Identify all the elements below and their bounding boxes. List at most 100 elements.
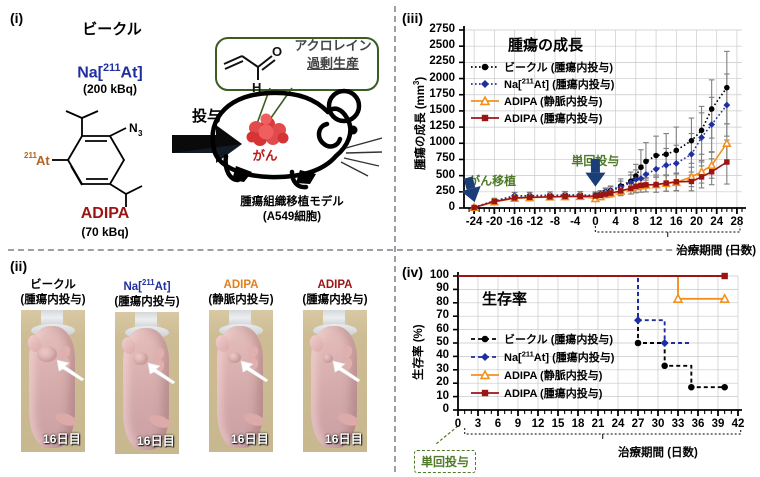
y-tick-label: 250	[435, 184, 455, 197]
x-tick-label: 12	[531, 418, 545, 430]
photo-column-subtitle: (静脈内投与)	[208, 293, 274, 306]
adipa-dose: (70 kBq)	[81, 225, 129, 239]
adipa-label: ADIPA	[80, 205, 130, 222]
series-markers	[471, 159, 730, 211]
at-element-label: At	[36, 153, 50, 168]
x-tick-label: 18	[571, 418, 585, 430]
legend-marker-triangle	[471, 369, 499, 380]
x-tick-label: 9	[514, 418, 522, 430]
x-tick-label: 30	[651, 418, 665, 430]
x-tick-label: 8	[632, 216, 640, 228]
survival-markers	[634, 339, 728, 391]
naat-dose: (200 kBq)	[82, 82, 138, 96]
mouse-photo-column-3: ADIPA (静脈内投与) 16日目	[196, 278, 286, 453]
y-tick-label: 2750	[429, 23, 455, 35]
y-axis-title: 生存率 (%)	[413, 324, 425, 380]
y-tick-label: 2250	[429, 55, 455, 68]
vertical-divider	[394, 6, 396, 472]
series-line	[473, 104, 728, 209]
legend-marker-diamond	[471, 353, 499, 361]
legend-label: ビークル (腫瘍内投与)	[504, 334, 614, 346]
y-tick-label: 10	[436, 389, 449, 402]
treatment-period-bracket	[594, 226, 741, 237]
legend-marker-triangle	[471, 95, 499, 106]
acrolein-callout-box	[215, 37, 379, 91]
acrolein-line-1: アクロレイン	[294, 38, 372, 53]
x-tick-label: 15	[551, 418, 565, 430]
mouse-eye	[348, 125, 358, 135]
y-tick-label: 1500	[429, 103, 455, 116]
vehicle-label: ビークル	[82, 21, 142, 38]
x-tick-label: 0	[592, 216, 599, 228]
chart-title: 腫瘍の成長	[508, 37, 584, 54]
acrolein-molecule	[223, 55, 276, 80]
photo-column-subtitle: (腫瘍内投与)	[20, 293, 86, 306]
tumor-growth-plot	[459, 26, 746, 237]
administration-arrow-icon	[172, 125, 242, 163]
mouse-illustration: O H	[210, 37, 383, 190]
legend-marker-circle	[471, 335, 499, 343]
mouse-photo-column-2: Na[211At](腫瘍内投与) 16日目	[102, 278, 192, 455]
acrolein-oxygen-label: O	[272, 44, 282, 59]
mouse-photo-column-1: ビークル(腫瘍内投与)16日目	[8, 278, 98, 453]
mouse-photo: 16日目	[303, 310, 367, 453]
survival-markers	[721, 272, 728, 280]
legend-label: ADIPA (腫瘍内投与)	[504, 113, 603, 125]
photo-column-header: Na[211At](腫瘍内投与)	[102, 278, 192, 309]
photo-day-label: 16日目	[230, 432, 269, 447]
y-tick-label: 1750	[429, 87, 455, 100]
x-tick-label: 28	[730, 216, 744, 228]
tumor-pointer-arrow-icon	[147, 362, 176, 385]
mouse-model-caption: 腫瘍組織移植モデル (A549細胞)	[200, 195, 384, 225]
legend-marker-diamond	[471, 80, 499, 88]
model-line-1: 腫瘍組織移植モデル	[240, 196, 344, 208]
x-tick-label: -4	[570, 216, 581, 228]
naat-label-tail: At]	[120, 64, 143, 82]
y-tick-label: 40	[436, 349, 449, 362]
legend-label: ADIPA (腫瘍内投与)	[504, 388, 603, 400]
photo-day-label: 16日目	[42, 432, 81, 447]
x-axis-title: 治療期間 (日数)	[676, 245, 757, 257]
panel-label-iii: (iii)	[402, 10, 423, 26]
at-mass-number: 211	[24, 151, 37, 160]
mouse-foot-left	[232, 166, 252, 182]
x-axis-ticks	[468, 208, 743, 214]
mouse-foot-right	[296, 170, 316, 184]
y-tick-label: 2000	[429, 71, 455, 84]
survival-markers	[634, 316, 669, 347]
y-tick-label: 500	[435, 168, 455, 181]
legend-label: Na[211At] (腫瘍内投与)	[504, 76, 615, 91]
acrolein-hydrogen-label: H	[252, 80, 261, 95]
x-tick-label: 12	[649, 216, 663, 228]
y-tick-label: 2500	[429, 39, 455, 52]
x-tick-label: -20	[486, 216, 503, 228]
photo-column-title: ADIPA	[223, 279, 259, 291]
tumor-region	[323, 354, 333, 364]
y-tick-label: 0	[448, 201, 455, 213]
panel-label-ii: (ii)	[10, 258, 28, 274]
x-tick-label: 0	[454, 418, 462, 430]
legend-marker-square	[471, 114, 499, 122]
y-tick-label: 50	[436, 336, 449, 348]
y-tick-label: 60	[436, 322, 449, 335]
legend-marker-circle	[471, 63, 499, 71]
x-tick-label: -24	[465, 216, 483, 228]
x-tick-label: 20	[690, 216, 703, 228]
tumor-region	[37, 346, 57, 363]
x-tick-label: -12	[526, 216, 544, 228]
single-dose-callout: 単回投与	[414, 450, 477, 473]
x-axis-title: 治療期間 (日数)	[618, 447, 698, 459]
x-tick-label: 27	[631, 418, 645, 430]
acrolein-caption: アクロレイン 過剰生産	[285, 37, 381, 72]
panel-label-i: (i)	[10, 10, 24, 26]
panel-label-iv: (iv)	[402, 264, 423, 280]
y-axis-title: 腫瘍の成長 (mm3)	[412, 76, 427, 170]
mouse-photo-column-4: ADIPA(腫瘍内投与)16日目	[290, 278, 380, 453]
x-tick-label: 21	[591, 418, 605, 430]
x-axis-ticks	[457, 410, 739, 416]
azide-n-subscript: 3	[138, 129, 143, 138]
model-line-2: (A549細胞)	[262, 211, 322, 224]
chart-title: 生存率	[482, 291, 528, 308]
y-tick-label: 90	[436, 282, 449, 295]
photo-day-label: 16日目	[136, 434, 175, 449]
